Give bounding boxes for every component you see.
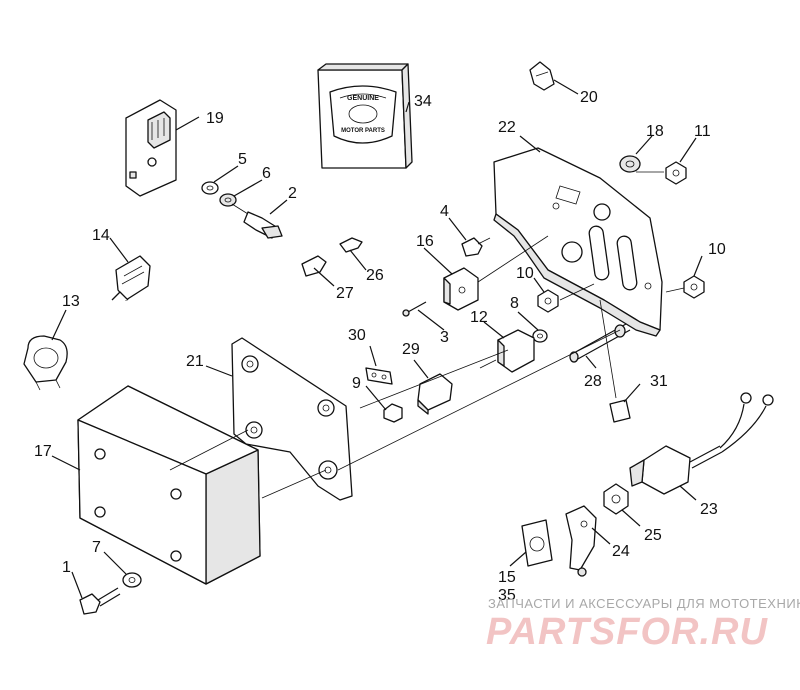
callout-35: 35 bbox=[498, 587, 516, 604]
part-bracket-21 bbox=[231, 337, 353, 501]
callout-11: 11 bbox=[694, 123, 711, 140]
callout-4: 4 bbox=[440, 203, 449, 220]
part-box-34: GENUINE MOTOR PARTS bbox=[317, 63, 413, 169]
callout-19: 19 bbox=[206, 110, 224, 127]
callout-20: 20 bbox=[580, 89, 598, 106]
part-terminal-27 bbox=[301, 255, 327, 277]
part-grommet-18 bbox=[619, 155, 641, 173]
callout-7: 7 bbox=[92, 539, 101, 556]
box-logo-top-text: GENUINE bbox=[347, 95, 379, 102]
part-bolt-1 bbox=[79, 587, 121, 615]
part-sensor-23 bbox=[629, 392, 774, 495]
callout-34: 34 bbox=[414, 93, 432, 110]
part-washer-7 bbox=[122, 572, 142, 588]
part-clip-31 bbox=[609, 399, 631, 423]
callout-13: 13 bbox=[62, 293, 80, 310]
callout-18: 18 bbox=[646, 123, 664, 140]
callout-26: 26 bbox=[366, 267, 384, 284]
part-washer-5 bbox=[201, 181, 219, 195]
part-nut-25 bbox=[603, 483, 629, 515]
callout-1: 1 bbox=[62, 559, 71, 576]
callout-9: 9 bbox=[352, 375, 361, 392]
part-nut-11 bbox=[665, 161, 687, 185]
part-strip-30 bbox=[365, 367, 393, 385]
callout-2: 2 bbox=[288, 185, 297, 202]
callout-labels: 34 19 5 6 2 14 13 20 22 18 11 4 10 16 26… bbox=[34, 89, 726, 604]
callout-25: 25 bbox=[644, 527, 662, 544]
watermark-caption: ЗАПЧАСТИ И АКСЕССУАРЫ ДЛЯ МОТОТЕХНИКИ bbox=[488, 596, 800, 611]
part-plate-22 bbox=[493, 147, 663, 337]
callout-29: 29 bbox=[402, 341, 420, 358]
callout-16: 16 bbox=[416, 233, 434, 250]
callout-3: 3 bbox=[440, 329, 449, 346]
callout-10b: 10 bbox=[708, 241, 726, 258]
callout-28: 28 bbox=[584, 373, 602, 390]
part-clamp-13 bbox=[23, 335, 68, 391]
callout-21: 21 bbox=[186, 353, 204, 370]
callout-12: 12 bbox=[470, 309, 488, 326]
callout-5: 5 bbox=[238, 151, 247, 168]
part-clip-14 bbox=[111, 255, 151, 301]
part-block-29 bbox=[417, 373, 453, 415]
part-connector-19 bbox=[125, 99, 177, 197]
part-bracket-24 bbox=[565, 505, 597, 577]
part-nut-10b bbox=[683, 275, 705, 299]
leader-lines bbox=[51, 79, 703, 599]
callout-22: 22 bbox=[498, 119, 516, 136]
part-bracket-12 bbox=[479, 329, 535, 373]
part-stud-28 bbox=[569, 323, 631, 363]
part-nut-9 bbox=[383, 403, 403, 423]
callout-6: 6 bbox=[262, 165, 271, 182]
callout-17: 17 bbox=[34, 443, 52, 460]
watermark: ЗАПЧАСТИ И АКСЕССУАРЫ ДЛЯ МОТОТЕХНИКИ PA… bbox=[486, 596, 800, 653]
box-logo-bottom-text: MOTOR PARTS bbox=[341, 128, 385, 134]
callout-31: 31 bbox=[650, 373, 668, 390]
callout-30: 30 bbox=[348, 327, 366, 344]
callout-14: 14 bbox=[92, 227, 110, 244]
part-screw-3 bbox=[402, 301, 427, 317]
callout-27: 27 bbox=[336, 285, 354, 302]
part-washer-8 bbox=[532, 329, 548, 343]
watermark-brand: PARTSFOR.RU bbox=[486, 611, 768, 653]
callout-23: 23 bbox=[700, 501, 718, 518]
part-terminal-26 bbox=[339, 237, 363, 253]
part-bolt-2 bbox=[243, 211, 283, 239]
part-nut-10a bbox=[537, 289, 559, 313]
part-clip-20 bbox=[529, 61, 555, 91]
callout-8: 8 bbox=[510, 295, 519, 312]
callout-24: 24 bbox=[612, 543, 630, 560]
part-bolt-4 bbox=[461, 237, 491, 257]
part-cover-17 bbox=[77, 385, 261, 585]
callout-10a: 10 bbox=[516, 265, 534, 282]
part-bracket-16 bbox=[443, 267, 479, 311]
part-washer-6 bbox=[219, 193, 237, 207]
part-gasket-15 bbox=[521, 519, 553, 567]
callout-15: 15 bbox=[498, 569, 516, 586]
